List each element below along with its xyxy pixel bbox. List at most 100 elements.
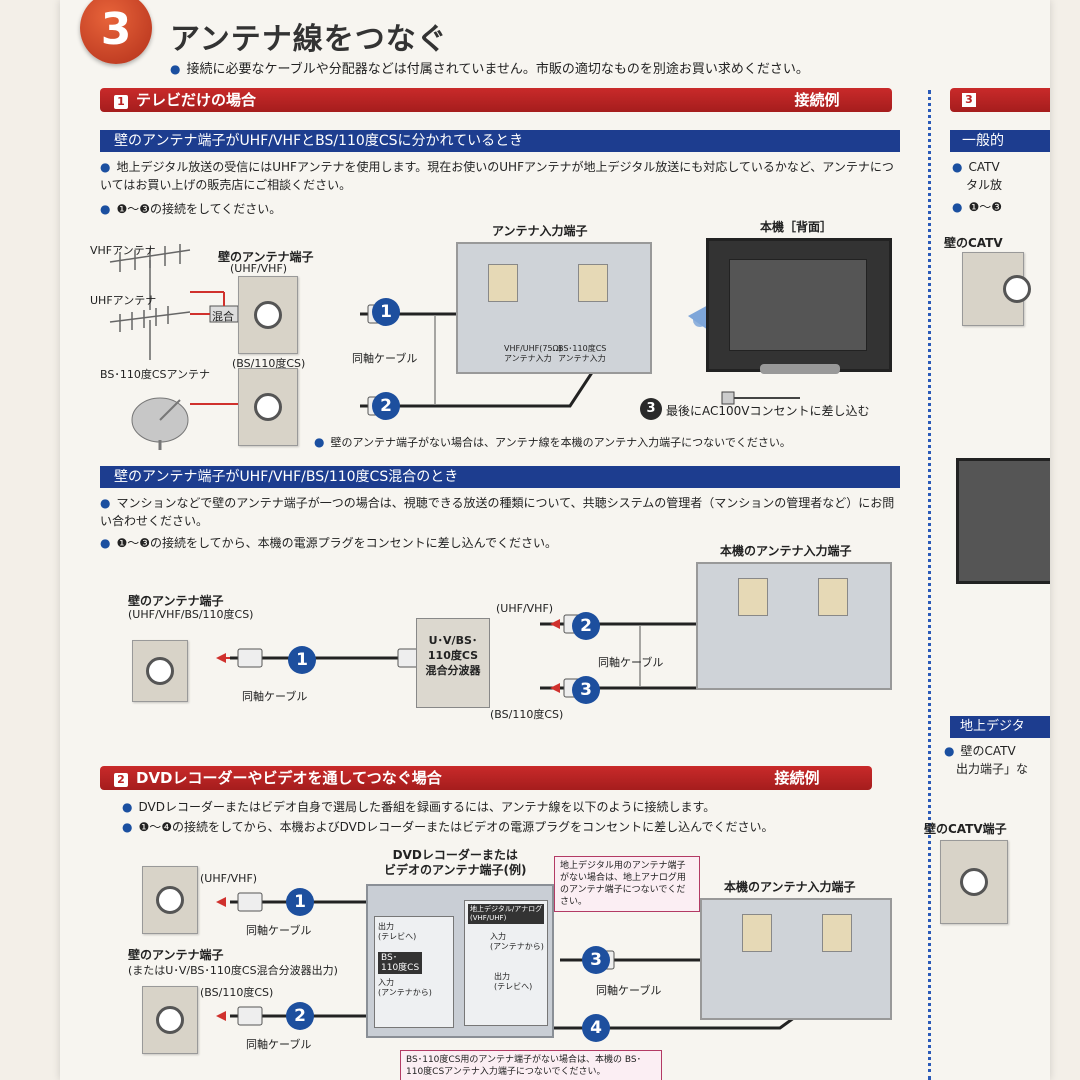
footnote-1: ●壁のアンテナ端子がない場合は、アンテナ線を本機のアンテナ入力端子につないでくだ… xyxy=(314,435,791,449)
label-wall-terminal-3: 壁のアンテナ端子 xyxy=(128,948,224,962)
bullet-icon: ● xyxy=(170,62,181,76)
step-note: ●接続に必要なケーブルや分配器などは付属されていません。市販の適切なものを別途お… xyxy=(170,62,809,77)
label-coax-b: 同軸ケーブル xyxy=(598,656,664,669)
dvd-label-in2: 入力 (アンテナから) xyxy=(490,932,544,951)
right-section-banner: 3 xyxy=(950,88,1050,112)
step-circle-2c: 2 xyxy=(286,1002,314,1030)
right-tv-illustration xyxy=(956,458,1050,584)
step-circle-2: 2 xyxy=(372,392,400,420)
bullet-icon: ● xyxy=(122,800,133,814)
bullet-icon: ● xyxy=(944,744,955,758)
label-unit-back: 本機［背面］ xyxy=(760,220,833,234)
label-coax-a: 同軸ケーブル xyxy=(242,690,308,703)
bullet-icon: ● xyxy=(314,435,325,449)
antenna-port-bs xyxy=(578,264,608,302)
right-line5: 出力端子」な xyxy=(956,762,1029,776)
wall-terminal-bs-cs-3 xyxy=(142,986,198,1054)
dvd-label-bs: BS･ 110度CS xyxy=(378,952,423,974)
tv-antenna-panel: VHF/UHF(75Ω) アンテナ入力 BS･110度CS アンテナ入力 xyxy=(456,242,652,374)
label-mix: 混合 xyxy=(212,310,234,323)
bullet-icon: ● xyxy=(100,160,111,174)
antenna-port-uhf xyxy=(488,264,518,302)
callout-digital-note: 地上デジタル用のアンテナ端子がない場合は、地上アナログ用のアンテナ端子につないで… xyxy=(554,856,700,912)
callout-bs-note: BS･110度CS用のアンテナ端子がない場合は、本機の BS･110度CSアンテ… xyxy=(400,1050,662,1080)
section1-tag: 接続例 xyxy=(742,88,892,112)
label-wall-sub-2: (UHF/VHF/BS/110度CS) xyxy=(128,608,254,621)
dvd-label-out2: 出力 (テレビへ) xyxy=(494,972,533,991)
right-wall-plate-2 xyxy=(940,840,1008,924)
bullet-icon: ● xyxy=(100,202,111,216)
step-circle-3-dark: 3 xyxy=(640,398,662,420)
right-catv-terminal-2: 壁のCATV端子 xyxy=(924,822,1007,836)
label-unit-input-3: 本機のアンテナ入力端子 xyxy=(724,880,856,894)
label-coax-cable: 同軸ケーブル xyxy=(352,352,418,365)
sub1-bullet1: ●地上デジタル放送の受信にはUHFアンテナを使用します。現在お使いのUHFアンテ… xyxy=(100,160,894,192)
label-coax-2: 同軸ケーブル xyxy=(246,1038,312,1051)
label-unit-input-2: 本機のアンテナ入力端子 xyxy=(720,544,852,558)
step-circle-4c: 4 xyxy=(582,1014,610,1042)
right-wall-plate xyxy=(962,252,1031,326)
label-wall-terminal-2: 壁のアンテナ端子 xyxy=(128,594,224,608)
step-circle-3b: 3 xyxy=(572,676,600,704)
tv-antenna-panel-2 xyxy=(696,562,892,690)
vhf-antenna-icon xyxy=(109,244,191,310)
label-coax-3: 同軸ケーブル xyxy=(596,984,662,997)
sub2-heading: 壁のアンテナ端子がUHF/VHF/BS/110度CS混合のとき xyxy=(100,466,900,488)
port-label-uhf: VHF/UHF(75Ω) アンテナ入力 xyxy=(504,344,562,363)
step-circle-1b: 1 xyxy=(288,646,316,674)
tv-back-illustration xyxy=(706,238,892,372)
label-wall-terminal: 壁のアンテナ端子 xyxy=(218,250,314,264)
section2-bullet1: ●DVDレコーダーまたはビデオ自身で選局した番組を録画するには、アンテナ線を以下… xyxy=(122,800,716,814)
label-bs-cs: (BS/110度CS) xyxy=(232,357,306,370)
splitter-box: U･V/BS･ 110度CS 混合分波器 xyxy=(416,618,490,708)
right-digital-banner: 地上デジタ xyxy=(950,716,1050,738)
right-line3: ●❶～❸ xyxy=(952,200,1003,214)
label-antenna-input: アンテナ入力端子 xyxy=(492,224,588,238)
label-bs-cs-2: (BS/110度CS) xyxy=(490,708,564,721)
sub1-bullet2: ●❶～❸の接続をしてください。 xyxy=(100,202,282,216)
wall-terminal-mixed xyxy=(132,640,188,702)
dvd-back-panel: 出力 (テレビへ) BS･ 110度CS 入力 (アンテナから) 地上デジタル/… xyxy=(366,884,554,1038)
label-bs-cs-3: (BS/110度CS) xyxy=(200,986,274,999)
step-title: アンテナ線をつなぐ xyxy=(170,22,448,57)
manual-page: 3 アンテナ線をつなぐ ●接続に必要なケーブルや分配器などは付属されていません。… xyxy=(60,0,1050,1080)
sub2-bullet2: ●❶～❸の接続をしてから、本機の電源プラグをコンセントに差し込んでください。 xyxy=(100,536,558,550)
section1-title: テレビだけの場合 xyxy=(136,91,257,109)
section1-number: 1 xyxy=(114,95,128,109)
satellite-dish-icon xyxy=(131,397,189,450)
step-circle-2b: 2 xyxy=(572,612,600,640)
section2-tag: 接続例 xyxy=(722,766,872,790)
right-line2: タル放 xyxy=(966,178,1003,192)
label-uhf-vhf: (UHF/VHF) xyxy=(230,262,288,275)
bullet-icon: ● xyxy=(100,496,111,510)
wall-terminal-uhf-vhf-3 xyxy=(142,866,198,934)
right-banner-num: 3 xyxy=(962,93,976,107)
label-vhf-antenna: VHFアンテナ xyxy=(90,244,156,257)
wall-terminal-uhf-vhf xyxy=(238,276,298,354)
dvd-label-digital: 地上デジタル/アナログ (VHF/UHF) xyxy=(468,904,545,924)
section2-number: 2 xyxy=(114,773,128,787)
section2-bullet2: ●❶～❹の接続をしてから、本機およびDVDレコーダーまたはビデオの電源プラグをコ… xyxy=(122,820,774,834)
right-catv-terminal: 壁のCATV xyxy=(944,236,1003,250)
label-bs-antenna: BS･110度CSアンテナ xyxy=(100,368,211,381)
step-circle-3c: 3 xyxy=(582,946,610,974)
label-dvd-title: DVDレコーダーまたは ビデオのアンテナ端子(例) xyxy=(384,848,527,877)
right-line1: ●CATV xyxy=(952,160,1000,174)
sub2-bullet1: ●マンションなどで壁のアンテナ端子が一つの場合は、視聴できる放送の種類について、… xyxy=(100,496,895,528)
uhf-antenna-icon xyxy=(109,306,191,360)
step-circle-1: 1 xyxy=(372,298,400,326)
label-uhf-vhf-2: (UHF/VHF) xyxy=(496,602,554,615)
column-divider xyxy=(928,90,931,1080)
bullet-icon: ● xyxy=(952,160,963,174)
tv-antenna-panel-3 xyxy=(700,898,892,1020)
right-line4: ●壁のCATV xyxy=(944,744,1016,758)
step-number-badge: 3 xyxy=(80,0,152,64)
dvd-label-out: 出力 (テレビへ) xyxy=(378,922,417,941)
dvd-label-in: 入力 (アンテナから) xyxy=(378,978,432,997)
port-label-bs: BS･110度CS アンテナ入力 xyxy=(558,344,607,363)
label-wall-sub-3: (またはU･V/BS･110度CS混合分波器出力) xyxy=(128,964,338,977)
bullet-icon: ● xyxy=(122,820,133,834)
label-coax-1: 同軸ケーブル xyxy=(246,924,312,937)
bullet-icon: ● xyxy=(100,536,111,550)
